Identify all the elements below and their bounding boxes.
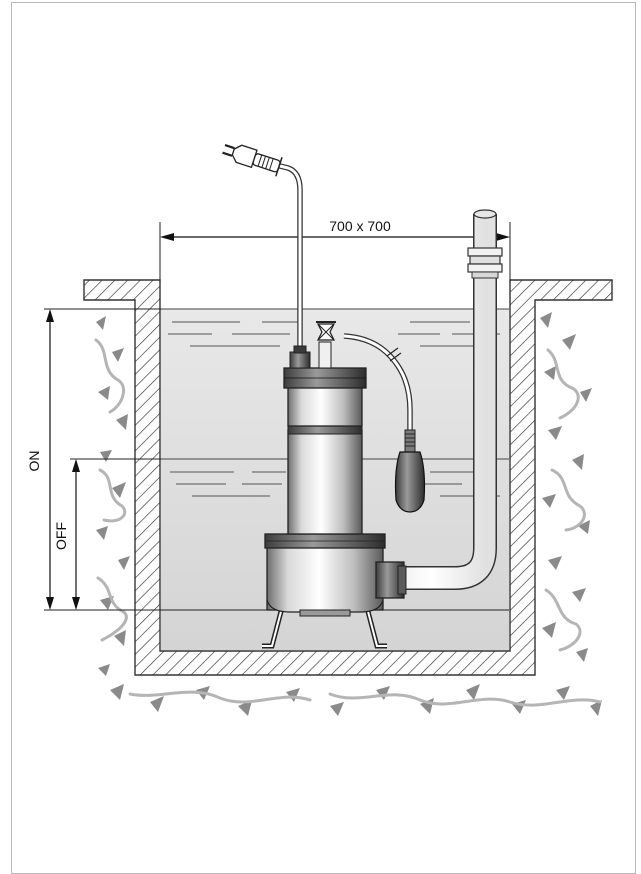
off-level-label: OFF: [53, 522, 69, 550]
off-dimension: [72, 459, 80, 610]
float-switch-icon: [394, 429, 426, 513]
pit-dimension-label: 700 x 700: [329, 218, 391, 234]
float-switch-cable: [343, 333, 413, 432]
pit-width-dimension: [159, 222, 511, 282]
soil-gravel: [92, 300, 604, 722]
submersible-pump-icon: [262, 321, 407, 649]
concrete-pit: [83, 279, 613, 676]
power-cable: [271, 161, 303, 350]
discharge-pipe: [379, 209, 503, 590]
power-plug-icon: [222, 144, 283, 177]
on-level-label: ON: [26, 451, 42, 472]
on-dimension: [46, 309, 54, 610]
